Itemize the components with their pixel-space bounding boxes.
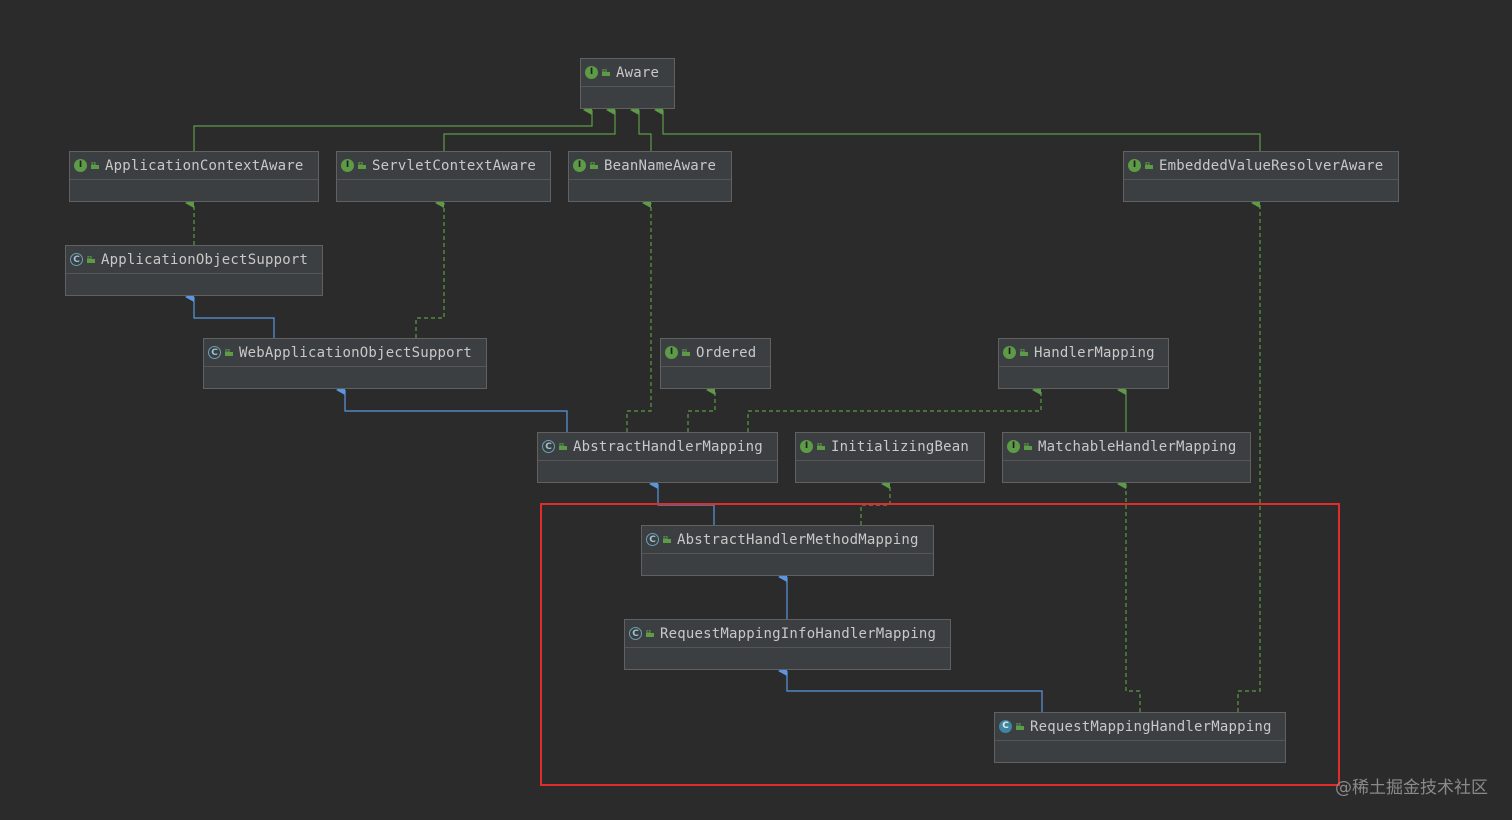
edge-extends-abstractHandlerMethodMapping-to-abstractHandlerMapping — [649, 479, 715, 525]
interface-icon: I — [74, 159, 87, 172]
abstract-class-icon: C — [542, 440, 555, 453]
node-header: I BeanNameAware — [569, 152, 731, 180]
node-header: C RequestMappingInfoHandlerMapping — [625, 620, 950, 648]
node-label: AbstractHandlerMethodMapping — [677, 531, 919, 548]
node-header: C ApplicationObjectSupport — [66, 246, 322, 274]
public-access-icon — [87, 256, 95, 263]
public-access-icon — [817, 443, 825, 450]
node-header: C RequestMappingHandlerMapping — [995, 713, 1285, 741]
class-node-beanNameAware[interactable]: I BeanNameAware — [568, 151, 732, 202]
class-node-applicationObjectSupport[interactable]: C ApplicationObjectSupport — [65, 245, 323, 296]
class-node-applicationContextAware[interactable]: I ApplicationContextAware — [69, 151, 319, 202]
class-node-requestMappingInfoHandlerMapping[interactable]: C RequestMappingInfoHandlerMapping — [624, 619, 951, 670]
edge-extends-interface-embeddedValueResolverAware-to-aware — [654, 105, 1261, 151]
node-label: ApplicationContextAware — [105, 157, 304, 174]
interface-icon: I — [1003, 346, 1016, 359]
edge-extends-interface-beanNameAware-to-aware — [630, 105, 652, 151]
class-node-matchableHandlerMapping[interactable]: I MatchableHandlerMapping — [1002, 432, 1251, 483]
class-node-initializingBean[interactable]: I InitializingBean — [795, 432, 985, 483]
class-node-requestMappingHandlerMapping[interactable]: C RequestMappingHandlerMapping — [994, 712, 1286, 763]
node-label: RequestMappingHandlerMapping — [1030, 718, 1272, 735]
public-access-icon — [225, 349, 233, 356]
edge-implements-abstractHandlerMapping-to-ordered — [687, 385, 716, 432]
node-label: AbstractHandlerMapping — [573, 438, 763, 455]
edge-extends-interface-applicationContextAware-to-aware — [193, 105, 593, 151]
interface-icon: I — [1007, 440, 1020, 453]
node-header: I HandlerMapping — [999, 339, 1168, 367]
public-access-icon — [682, 349, 690, 356]
public-access-icon — [1016, 723, 1024, 730]
interface-icon: I — [341, 159, 354, 172]
node-label: Ordered — [696, 344, 757, 361]
edge-implements-abstractHandlerMapping-to-handlerMapping — [747, 385, 1042, 432]
public-access-icon — [559, 443, 567, 450]
class-node-servletContextAware[interactable]: I ServletContextAware — [336, 151, 551, 202]
node-label: RequestMappingInfoHandlerMapping — [660, 625, 937, 642]
node-header: I ServletContextAware — [337, 152, 550, 180]
node-label: WebApplicationObjectSupport — [239, 344, 472, 361]
class-node-abstractHandlerMapping[interactable]: C AbstractHandlerMapping — [537, 432, 778, 483]
node-label: EmbeddedValueResolverAware — [1159, 157, 1384, 174]
class-node-ordered[interactable]: I Ordered — [660, 338, 771, 389]
class-node-abstractHandlerMethodMapping[interactable]: C AbstractHandlerMethodMapping — [641, 525, 934, 576]
class-node-aware[interactable]: I Aware — [580, 58, 675, 109]
edge-implements-abstractHandlerMethodMapping-to-initializingBean — [860, 479, 891, 525]
class-icon: C — [999, 720, 1012, 733]
public-access-icon — [1020, 349, 1028, 356]
node-header: C AbstractHandlerMapping — [538, 433, 777, 461]
node-label: MatchableHandlerMapping — [1038, 438, 1237, 455]
node-label: InitializingBean — [831, 438, 970, 455]
node-label: BeanNameAware — [604, 157, 717, 174]
node-header: I Aware — [581, 59, 674, 87]
interface-icon: I — [1128, 159, 1141, 172]
node-header: I MatchableHandlerMapping — [1003, 433, 1250, 461]
interface-icon: I — [573, 159, 586, 172]
public-access-icon — [358, 162, 366, 169]
class-node-embeddedValueResolverAware[interactable]: I EmbeddedValueResolverAware — [1123, 151, 1399, 202]
interface-icon: I — [665, 346, 678, 359]
edge-extends-interface-servletContextAware-to-aware — [443, 105, 616, 151]
class-node-handlerMapping[interactable]: I HandlerMapping — [998, 338, 1169, 389]
edge-extends-abstractHandlerMapping-to-webApplicationObjectSupport — [336, 385, 568, 432]
interface-icon: I — [800, 440, 813, 453]
node-header: C WebApplicationObjectSupport — [204, 339, 486, 367]
node-header: I EmbeddedValueResolverAware — [1124, 152, 1398, 180]
node-label: ApplicationObjectSupport — [101, 251, 309, 268]
interface-icon: I — [585, 66, 598, 79]
public-access-icon — [1145, 162, 1153, 169]
public-access-icon — [91, 162, 99, 169]
node-label: ServletContextAware — [372, 157, 536, 174]
public-access-icon — [663, 536, 671, 543]
edge-implements-requestMappingHandlerMapping-to-embeddedValueResolverAware — [1237, 198, 1261, 712]
node-label: Aware — [616, 64, 660, 81]
highlight-frame — [540, 503, 1340, 786]
abstract-class-icon: C — [70, 253, 83, 266]
abstract-class-icon: C — [208, 346, 221, 359]
abstract-class-icon: C — [646, 533, 659, 546]
node-header: I Ordered — [661, 339, 770, 367]
node-label: HandlerMapping — [1034, 344, 1155, 361]
edge-implements-webApplicationObjectSupport-to-servletContextAware — [415, 198, 445, 338]
edge-implements-requestMappingHandlerMapping-to-matchableHandlerMapping — [1117, 479, 1141, 712]
node-header: I ApplicationContextAware — [70, 152, 318, 180]
public-access-icon — [646, 630, 654, 637]
public-access-icon — [590, 162, 598, 169]
abstract-class-icon: C — [629, 627, 642, 640]
node-header: C AbstractHandlerMethodMapping — [642, 526, 933, 554]
edge-extends-webApplicationObjectSupport-to-applicationObjectSupport — [185, 292, 275, 338]
watermark: @稀土掘金技术社区 — [1335, 778, 1488, 798]
public-access-icon — [602, 69, 610, 76]
public-access-icon — [1024, 443, 1032, 450]
edge-implements-abstractHandlerMapping-to-beanNameAware — [626, 198, 652, 432]
node-header: I InitializingBean — [796, 433, 984, 461]
class-node-webApplicationObjectSupport[interactable]: C WebApplicationObjectSupport — [203, 338, 487, 389]
edge-extends-requestMappingHandlerMapping-to-requestMappingInfoHandlerMapping — [778, 666, 1043, 712]
